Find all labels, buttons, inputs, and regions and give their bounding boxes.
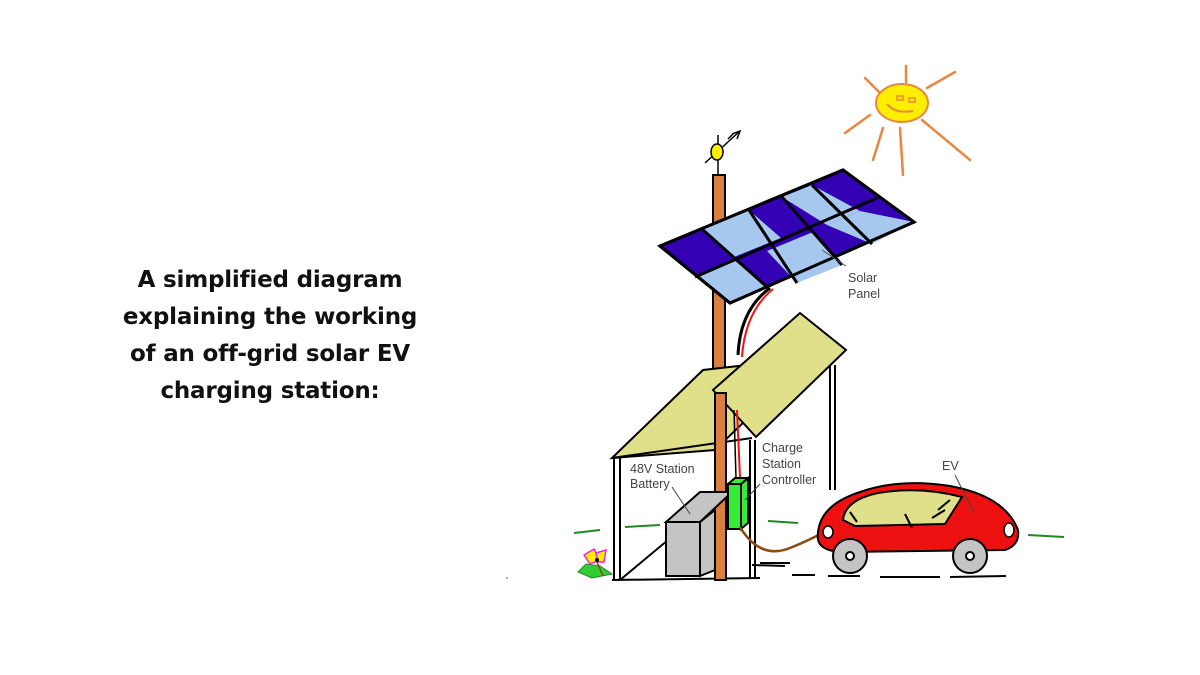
battery-label-1: 48V Station — [630, 462, 695, 476]
battery-label-2: Battery — [630, 477, 670, 491]
battery-icon — [663, 491, 735, 578]
flower-icon — [577, 547, 614, 579]
caption-line-3: of an off-grid solar EV — [130, 341, 410, 367]
ev-label: EV — [942, 459, 959, 473]
caption-line-1: A simplified diagram — [137, 267, 403, 293]
ground-line — [751, 564, 1007, 578]
solar-panel-label-1: Solar — [848, 271, 877, 285]
solar-panel — [657, 168, 917, 305]
sun-icon — [843, 64, 972, 177]
pole-lower — [714, 392, 727, 581]
wind-vane-icon — [704, 129, 742, 176]
controller-label-2: Station — [762, 457, 801, 471]
solar-panel-label-2: Panel — [848, 287, 880, 301]
charging-cable — [738, 526, 829, 553]
caption-line-2: explaining the working — [122, 304, 418, 330]
station-roof — [609, 311, 848, 460]
caption-line-4: charging station: — [160, 378, 380, 404]
diagram-caption: A simplified diagram explaining the work… — [100, 262, 440, 410]
charge-controller-icon — [725, 475, 751, 532]
controller-label-1: Charge — [762, 441, 803, 455]
grass — [573, 520, 1065, 538]
controller-label-3: Controller — [762, 473, 816, 487]
ev-car-icon — [816, 482, 1020, 574]
